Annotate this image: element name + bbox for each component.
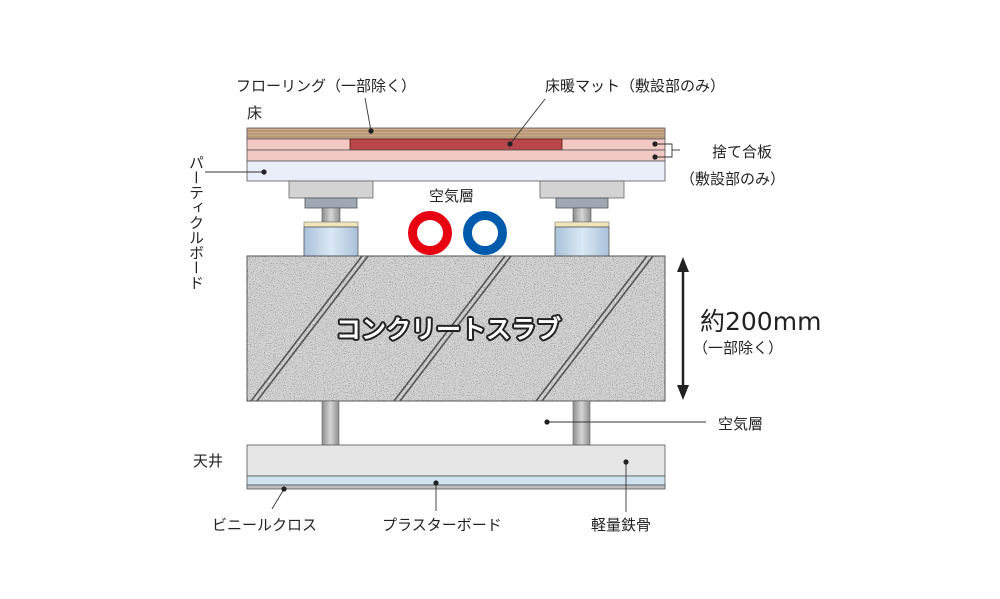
ceiling-steel-frame [246,444,666,477]
leader-air-layer [544,419,706,425]
leader-vinyl-cloth [271,486,287,510]
plywood-layer-lower [246,149,666,162]
leader-heating-mat [507,98,546,147]
leader-steel-frame [623,459,629,512]
label-floor: 床 [247,104,262,122]
support-pedestal-left [288,180,374,257]
label-thickness-note: （一部除く） [693,339,783,357]
vinyl-cloth-layer [246,484,666,490]
plaster-board-layer [246,475,666,486]
label-concrete-slab: コンクリートスラブ [336,315,561,344]
concrete-slab [246,255,666,402]
hot-water-pipe [408,211,452,255]
label-thickness: 約200mm [700,307,821,336]
label-plywood-note: （敷設部のみ） [680,170,785,188]
particle-board-layer [246,160,666,182]
label-flooring: フローリング（一部除く） [236,77,416,95]
heating-mat [349,138,563,151]
hanger-rod-right [572,400,591,446]
thickness-arrow [677,257,689,400]
label-steel-frame: 軽量鉄骨 [591,516,651,534]
label-vinyl-cloth: ビニールクロス [212,516,317,534]
label-plywood: 捨て合板 [712,143,772,161]
label-particle-board: パーティクルボード [187,155,205,290]
cold-water-pipe [463,211,507,255]
flooring-layer [246,127,666,140]
leader-plywood [652,141,680,160]
leader-plaster-board [433,480,439,511]
label-ceiling: 天井 [193,452,223,470]
label-air-layer-top: 空気層 [429,187,474,205]
leader-flooring [364,97,374,134]
label-air-layer-bottom: 空気層 [718,415,763,433]
support-pedestal-right [539,180,625,257]
hanger-rod-left [321,400,340,446]
label-plaster-board: プラスターボード [382,516,502,534]
leader-particle-board [205,169,267,175]
label-heating-mat: 床暖マット（敷設部のみ） [545,77,725,95]
